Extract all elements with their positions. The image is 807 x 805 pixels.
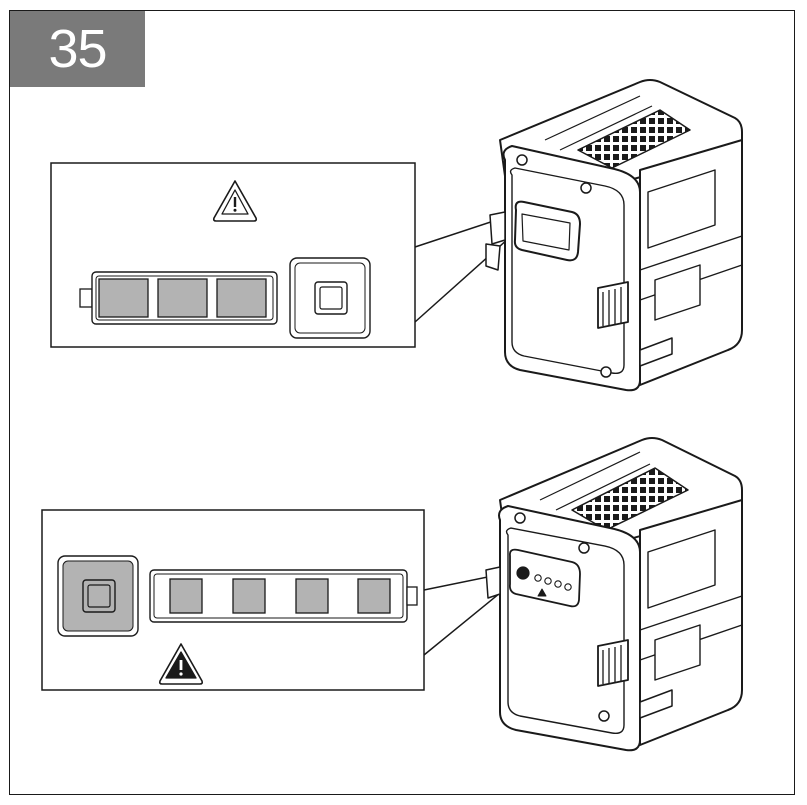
- step-number-badge: 35: [10, 11, 145, 87]
- led-indicator-1: [98, 278, 149, 318]
- bottom-detail-panel: [41, 509, 425, 691]
- bottom-battery-illustration: [485, 437, 743, 752]
- bottom-power-button: [57, 555, 139, 637]
- led-indicator-3: [295, 578, 329, 614]
- warning-triangle-filled-icon: [158, 643, 204, 685]
- warning-triangle-outline-icon: [212, 180, 258, 222]
- led-indicator-4: [357, 578, 391, 614]
- top-detail-panel: [50, 162, 416, 348]
- led-indicator-3: [216, 278, 267, 318]
- top-power-button: [289, 257, 371, 339]
- bottom-led-strip: [149, 569, 418, 623]
- led-indicator-2: [232, 578, 266, 614]
- top-led-strip: [79, 271, 278, 325]
- led-indicator-2: [157, 278, 208, 318]
- led-indicator-1: [169, 578, 203, 614]
- top-battery-illustration: [485, 79, 743, 392]
